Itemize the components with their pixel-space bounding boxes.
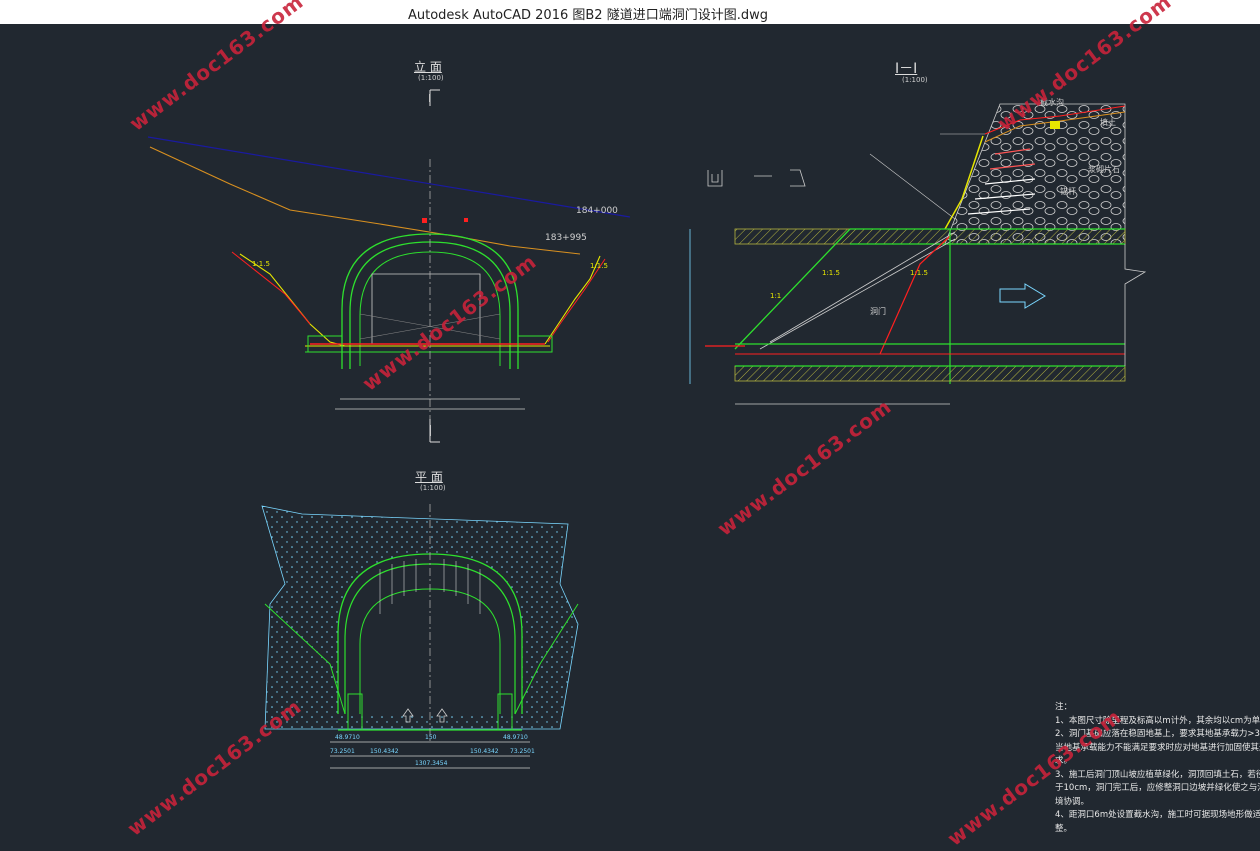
notes-line: 1、本图尺寸除里程及标高以m计外，其余均以cm为单位计量。 (1055, 715, 1260, 726)
title-bar: Autodesk AutoCAD 2016 图B2 隧道进口端洞门设计图.dwg (0, 0, 1260, 25)
plan-dim-3: 48.9710 (503, 734, 528, 741)
notes-block: 注： 1、本图尺寸除里程及标高以m计外，其余均以cm为单位计量。 2、洞门基础应… (1055, 701, 1260, 836)
elevation-title: 立 面 (414, 60, 442, 74)
section-tag-1: 截水沟 (1040, 98, 1064, 107)
section-mark-top: I (428, 92, 432, 105)
section-tag-5: 洞门 (870, 307, 886, 316)
notes-line: 于10cm，洞门完工后，应修整洞口边坡并绿化使之与洞门，环 (1055, 783, 1260, 793)
notes-line: 整。 (1055, 823, 1073, 834)
elevation-view (147, 89, 631, 443)
slope-label-section-3: 1:1.5 (910, 269, 928, 277)
plan-dim-4: 73.2501 (330, 748, 355, 755)
notes-line: 当地基承载能力不能满足要求时应对地基进行加固使其达到设计要 (1055, 742, 1260, 753)
app-name: Autodesk AutoCAD 2016 (408, 8, 569, 23)
section-tag-4: 浆砌片石 (1088, 165, 1120, 174)
plan-scale: (1:100) (420, 484, 446, 492)
plan-dim-8: 1307.3454 (415, 760, 448, 767)
slope-label-right: 1:1.5 (590, 262, 608, 270)
plan-title: 平 面 (415, 470, 443, 484)
section-title: I－I (895, 61, 918, 77)
slope-label-left: 1:1.5 (252, 260, 270, 268)
station-label-1: 184+000 (576, 206, 618, 216)
notes-line: 3、施工后洞门顶山坡应植草绿化，洞顶回填土石，若径不大 (1055, 769, 1260, 780)
notes-line: 4、距洞口6m处设置截水沟，施工时可据现场地形做适当调 (1055, 810, 1260, 820)
plan-dim-1: 48.9710 (335, 734, 360, 741)
section-scale: (1:100) (902, 76, 928, 84)
station-label-2: 183+995 (545, 233, 587, 243)
slope-label-section-1: 1:1.5 (822, 269, 840, 277)
section-mark-bottom: I (428, 422, 433, 440)
window-title: Autodesk AutoCAD 2016 图B2 隧道进口端洞门设计图.dwg (408, 4, 768, 23)
section-view (689, 103, 1147, 405)
section-tag-3: 锚杆 (1060, 187, 1076, 196)
section-tag-2: 填土 (1100, 118, 1116, 127)
notes-line: 境协调。 (1055, 796, 1090, 807)
elevation-scale: (1:100) (418, 74, 444, 82)
document-title: 图B2 隧道进口端洞门设计图.dwg (572, 8, 768, 23)
plan-dim-7: 73.2501 (510, 748, 535, 755)
plan-dim-2: 150 (425, 734, 437, 741)
plan-dim-5: 150.4342 (370, 748, 399, 755)
plan-view (261, 504, 579, 769)
notes-line: 2、洞门基础应落在稳固地基上，要求其地基承载力>300KPa， (1055, 729, 1260, 739)
notes-line: 求。 (1055, 756, 1073, 766)
slope-label-section-2: 1:1 (770, 292, 782, 300)
plan-dim-6: 150.4342 (470, 748, 499, 755)
notes-heading: 注： (1055, 702, 1073, 712)
drawing-svg (147, 89, 1147, 769)
